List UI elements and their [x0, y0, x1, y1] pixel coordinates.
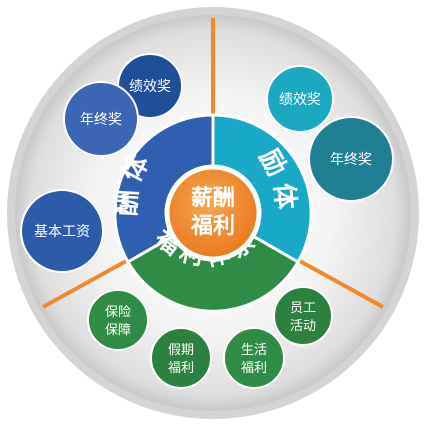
bubble-label-line1: 员工	[290, 301, 316, 316]
bubble-label-line2: 活动	[290, 319, 316, 334]
bubble-performance-bonus-inc[interactable]: 绩效奖	[266, 65, 334, 133]
segment-welfare[interactable]	[125, 211, 301, 313]
bubble-label: 绩效奖	[129, 78, 171, 95]
bubble-activities[interactable]: 员工 活动	[273, 286, 333, 346]
bubble-label: 年终奖	[330, 151, 372, 168]
bubble-life[interactable]: 生活 福利	[223, 327, 285, 389]
bubble-label: 年终奖	[80, 111, 122, 128]
bubble-base-salary[interactable]: 基本工资	[20, 189, 104, 273]
bubble-label-line1: 生活	[241, 343, 267, 358]
bubble-label-line2: 福利	[168, 361, 194, 376]
bubble-label-line1: 假期	[168, 343, 194, 358]
bubble-insurance[interactable]: 保险 保障	[87, 289, 149, 351]
bubble-label-line1: 保险	[105, 305, 131, 320]
bubble-year-end-bonus-inc[interactable]: 年终奖	[308, 116, 394, 202]
bubble-year-end-bonus-comp[interactable]: 年终奖	[63, 81, 139, 157]
center-label-line1: 薪酬	[191, 185, 235, 211]
bubble-label: 基本工资	[34, 223, 90, 240]
bubble-vacation[interactable]: 假期 福利	[150, 327, 212, 389]
bubble-label-line2: 福利	[241, 361, 267, 376]
bubble-label-line2: 保障	[105, 323, 131, 338]
center-label-line2: 福利	[190, 214, 235, 239]
center-circle[interactable]	[164, 164, 262, 262]
bubble-label: 绩效奖	[279, 91, 321, 108]
